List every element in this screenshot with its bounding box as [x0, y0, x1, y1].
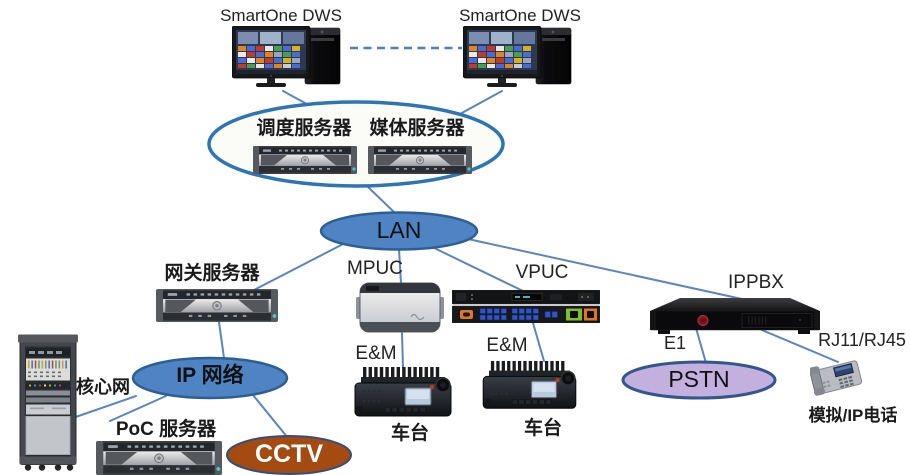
workstation-left-label: SmartOne DWS — [220, 6, 342, 25]
core-network-label: 核心网 — [76, 377, 130, 397]
rj11-rj45-label: RJ11/RJ45 — [818, 330, 906, 350]
vpuc-device-icon — [452, 290, 600, 323]
link-lan-ippbx — [467, 238, 743, 300]
workstation-left-icon — [232, 26, 341, 88]
poc-server-label: PoC 服务器 — [115, 419, 217, 440]
e1-label: E1 — [663, 333, 687, 353]
workstation-right-label: SmartOne DWS — [459, 6, 581, 25]
em-right-label: E&M — [486, 335, 528, 356]
dispatch-server-icon — [253, 146, 357, 174]
lan-ellipse — [319, 211, 479, 251]
ip-phone-icon — [810, 358, 864, 396]
vpuc-label: VPUC — [515, 262, 569, 283]
cctv-ellipse — [226, 435, 352, 475]
ip-network-ellipse — [131, 356, 289, 400]
mobile-radio-right-icon — [482, 360, 577, 409]
link-mpuc-radio — [401, 332, 404, 369]
pstn-label: PSTN — [668, 366, 730, 392]
mobile-radio-left-icon — [354, 366, 452, 417]
ippbx-label: IPPBX — [728, 272, 784, 293]
mpuc-device-icon — [356, 282, 444, 333]
link-corenet-ipnet — [66, 395, 137, 421]
gateway-server-label: 网关服务器 — [164, 263, 260, 284]
media-server-label: 媒体服务器 — [369, 118, 465, 139]
connection-lines — [66, 46, 839, 439]
link-cluster-lan — [366, 185, 397, 215]
link-ipnet-poc — [109, 395, 167, 422]
poc-server-icon — [96, 441, 222, 475]
link-lan-vpuc — [427, 244, 524, 292]
link-ippbx-phone — [761, 329, 839, 363]
link-lan-gateway — [251, 241, 348, 292]
dispatch-server-label: 调度服务器 — [256, 118, 352, 139]
pstn-ellipse — [621, 360, 777, 400]
link-lan-mpuc — [398, 248, 402, 284]
link-gateway-ipnet — [218, 321, 225, 359]
lan-label: LAN — [376, 217, 422, 243]
link-ippbx-pstn — [695, 327, 707, 364]
media-server-icon — [368, 146, 472, 174]
gateway-server-icon — [156, 289, 278, 322]
link-vpuc-radio — [532, 322, 545, 362]
link-ipnet-cctv — [252, 394, 289, 439]
mpuc-label: MPUC — [347, 258, 403, 279]
ippbx-device-icon — [650, 298, 820, 335]
ip-network-label: IP 网络 — [176, 364, 244, 387]
mobile-radio-right-label: 车台 — [523, 418, 563, 439]
em-left-label: E&M — [355, 343, 397, 364]
core-network-rack-icon — [18, 334, 78, 472]
workstation-right-icon — [463, 26, 572, 88]
mobile-radio-left-label: 车台 — [390, 423, 430, 444]
analog-ip-phone-label: 模拟/IP电话 — [808, 406, 898, 425]
cctv-label: CCTV — [254, 440, 324, 468]
